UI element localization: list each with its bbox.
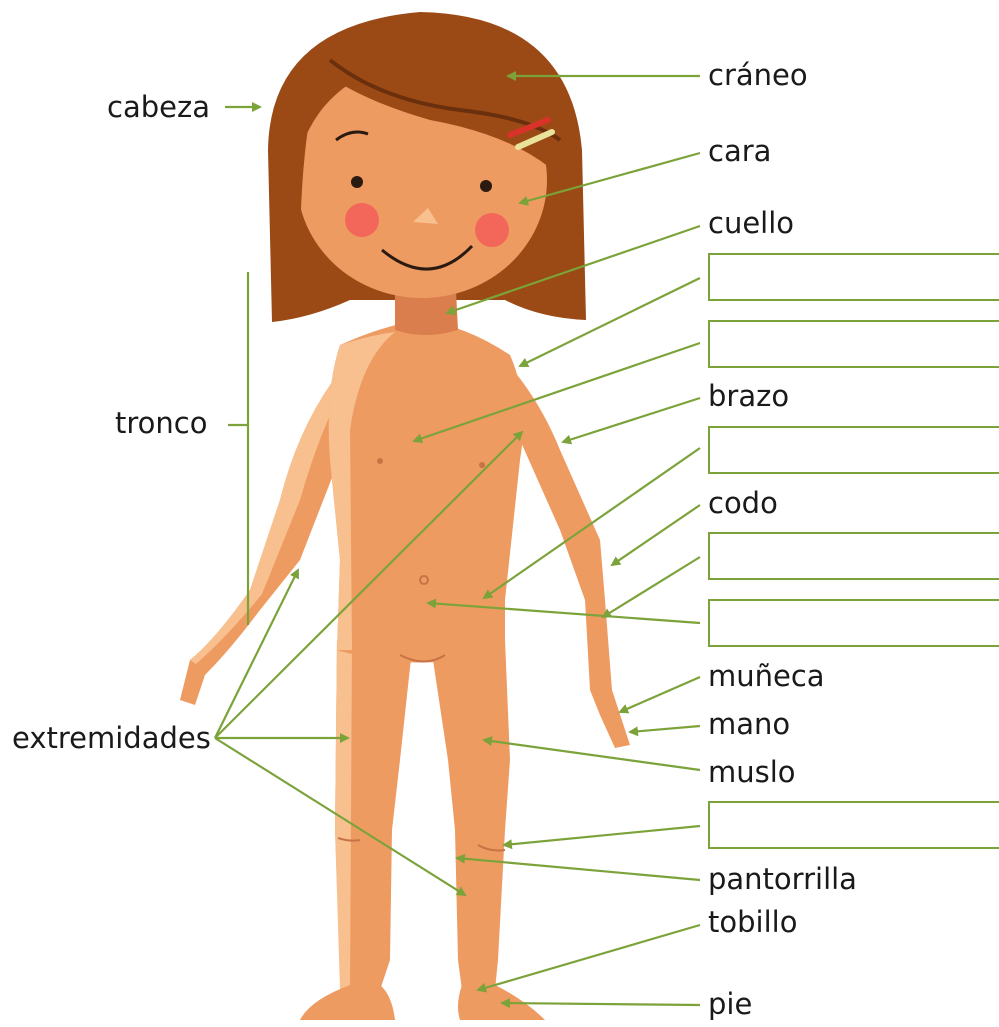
blank-answer-box-1[interactable] [708, 253, 999, 301]
label-cabeza: cabeza [107, 90, 210, 124]
arrow-muneca [620, 677, 700, 712]
label-brazo: brazo [708, 379, 789, 413]
blank-answer-box-5[interactable] [708, 599, 999, 647]
arrow-extremidades-4 [215, 738, 465, 895]
arrow-cuello [447, 226, 700, 313]
label-pie: pie [708, 987, 752, 1021]
arrow-muslo [484, 740, 700, 770]
label-muneca: muñeca [708, 659, 825, 693]
arrow-blank-4 [603, 557, 700, 617]
arrow-blank-6 [504, 826, 700, 845]
arrow-blank-2 [414, 343, 700, 441]
arrow-blank-5 [428, 603, 700, 623]
blank-answer-box-2[interactable] [708, 320, 999, 368]
label-craneo: cráneo [708, 58, 808, 92]
arrow-blank-3 [484, 448, 700, 598]
blank-answer-box-3[interactable] [708, 426, 999, 474]
label-pantorrilla: pantorrilla [708, 862, 857, 896]
arrow-pantorrilla [457, 858, 700, 880]
label-cuello: cuello [708, 206, 794, 240]
arrow-tobillo [478, 925, 700, 990]
arrow-extremidades-1 [215, 570, 298, 738]
arrow-extremidades-2 [215, 432, 522, 738]
arrow-brazo [563, 398, 700, 442]
arrow-codo [612, 505, 700, 565]
label-mano: mano [708, 707, 790, 741]
label-tronco: tronco [115, 406, 207, 440]
label-tobillo: tobillo [708, 905, 797, 939]
arrow-pie [502, 1003, 700, 1005]
label-codo: codo [708, 486, 778, 520]
arrow-cara [520, 153, 700, 203]
arrow-mano [630, 726, 700, 732]
label-muslo: muslo [708, 755, 796, 789]
blank-answer-box-6[interactable] [708, 801, 999, 849]
label-cara: cara [708, 134, 771, 168]
blank-answer-box-4[interactable] [708, 532, 999, 580]
label-extremidades: extremidades [12, 721, 211, 755]
